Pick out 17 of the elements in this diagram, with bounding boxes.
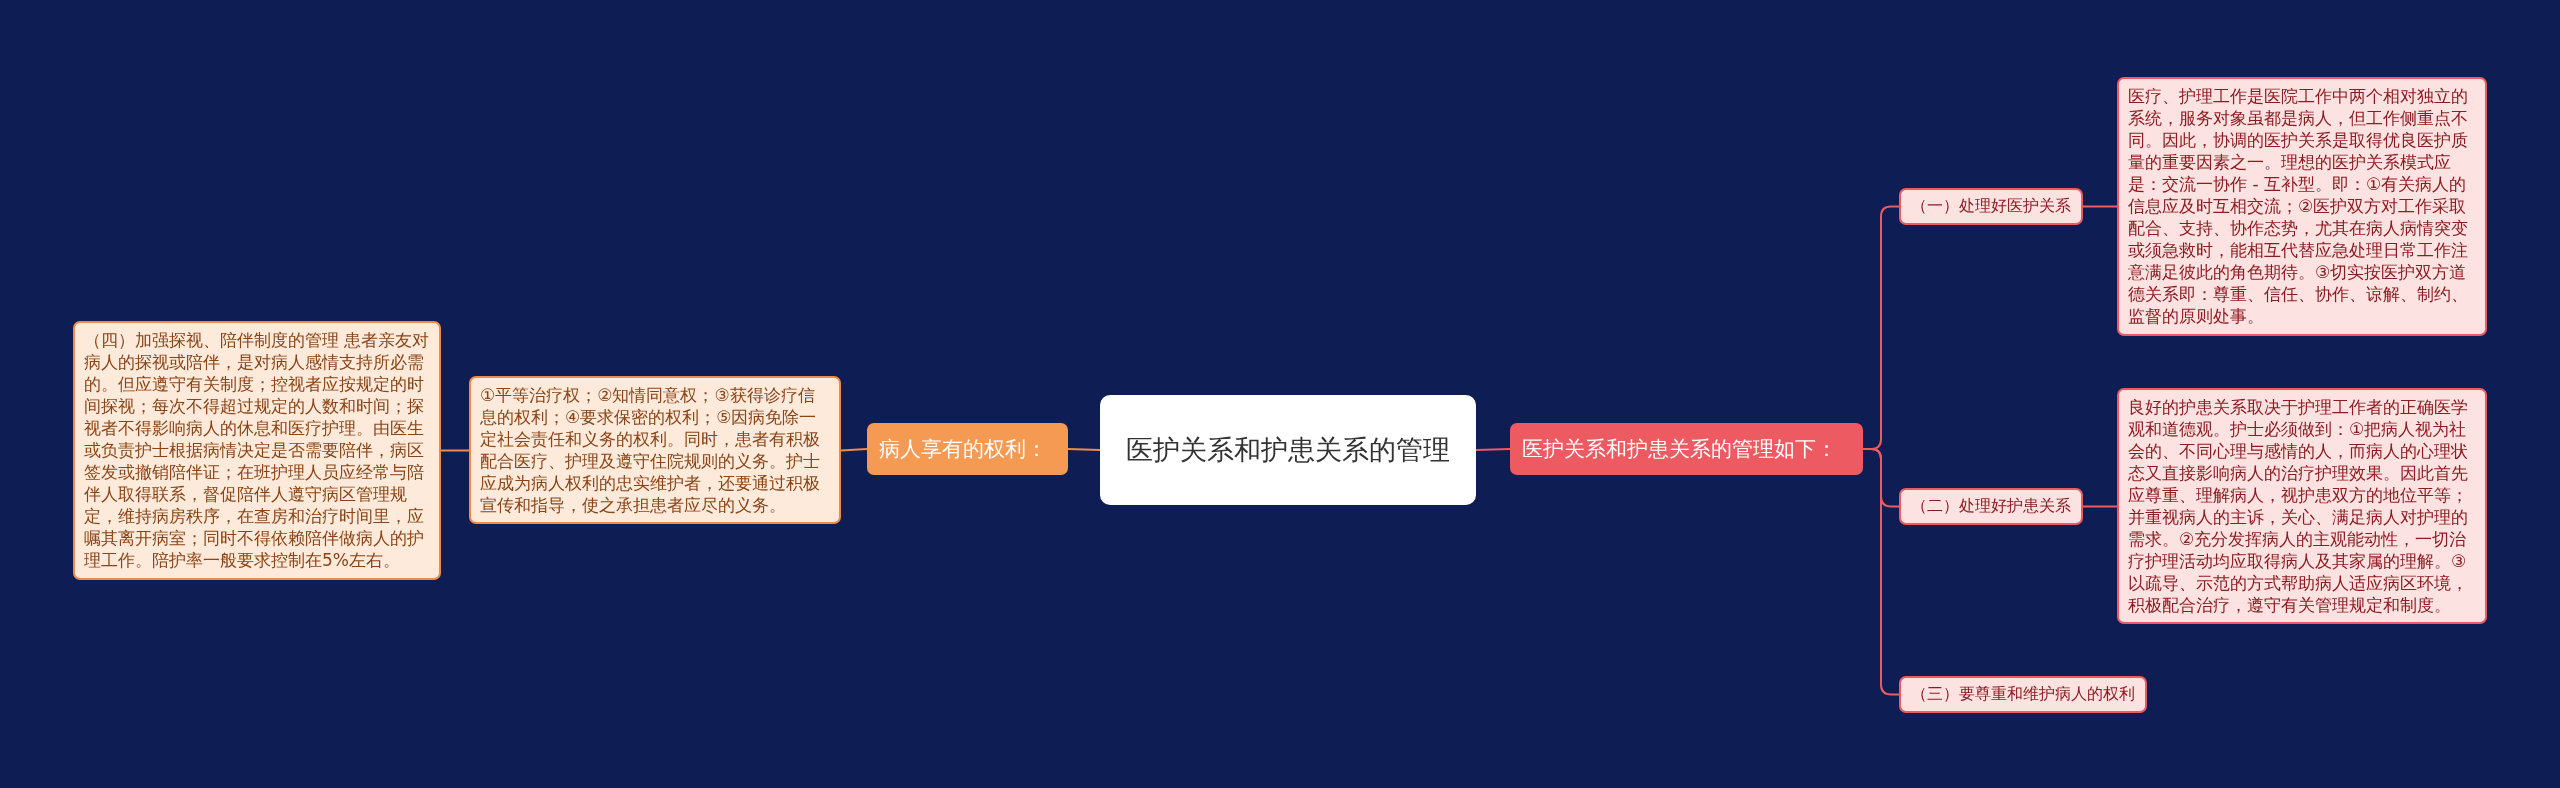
central-topic-box: 医护关系和护患关系的管理 [1100,395,1476,505]
connector-line [1862,448,1900,696]
detail-note-box: ①平等治疗权；②知情同意权；③获得诊疗信息的权利；④要求保密的权利；⑤因病免除一定社会责任和义务的权利。同时，患者有积极配合医疗、护理及遵守住院规则的义务。护士应成为病人权利的忠实维护者，还要通过积极宣传和指导，使之承担患者应尽的义务。 [469,375,841,525]
connector-line [2082,505,2118,508]
detail-note-box: （四）加强探视、陪伴制度的管理 患者亲友对病人的探视或陪伴，是对病人感情支持所必需的。但应遵守有关制度；控视者应按规定的时间探视；每次不得超过规定的人数和时间；探视者不得影响病人的休息和医疗护理。由医生或负责护士根据病情决定是否需要陪伴，病区签发或撤销陪伴证；在班护理人员应经常与陪伴人取得联系，督促陪伴人遵守病区管理规定，维持病房秩序，在查房和治疗时间里，应嘱其离开病室；同时不得依赖陪伴做病人的护理工作。陪护率一般要求控制在5%左右。 [73,320,441,580]
connector-line [1067,448,1101,451]
connector-line [440,449,470,452]
branch-topic-box: 医护关系和护患关系的管理如下： [1510,423,1863,475]
branch-topic-box: 病人享有的权利： [867,423,1068,475]
subtopic-box: （二）处理好护患关系 [1899,487,2083,525]
connector-line [840,448,868,452]
connector-line [1475,448,1511,451]
detail-note-box: 良好的护患关系取决于护理工作者的正确医学观和道德观。护士必须做到：①把病人视为社会的、不同心理与感情的人，而病人的心理状态又直接影响病人的治疗护理效果。因此首先应尊重、理解病人，视护患双方的地位平等；并重视病人的主诉，关心、满足病人对护理的需求。②充分发挥病人的主观能动性，一切治疗护理活动均应取得病人及其家属的理解。③以疏导、示范的方式帮助病人适应病区环境，积极配合治疗，遵守有关管理规定和制度。 [2117,387,2487,625]
subtopic-box: （一）处理好医护关系 [1899,187,2083,225]
connector-line [2082,205,2118,208]
detail-note-box: 医疗、护理工作是医院工作中两个相对独立的系统，服务对象虽都是病人，但工作侧重点不同。因此，协调的医护关系是取得优良医护质量的重要因素之一。理想的医护关系模式应是：交流一协作 - 互补型。即：①有关病人的信息应及时互相交流；②医护双方对工作采取配合、支持、协作态势，尤其在病人病情突变或须急救时，能相互代替应急处理日常工作注意满足彼此的角色期待。③切实按医护双方道德关系即：尊重、信任、协作、谅解、制约、监督的原则处事。 [2117,76,2487,336]
subtopic-box: （三）要尊重和维护病人的权利 [1899,675,2147,713]
